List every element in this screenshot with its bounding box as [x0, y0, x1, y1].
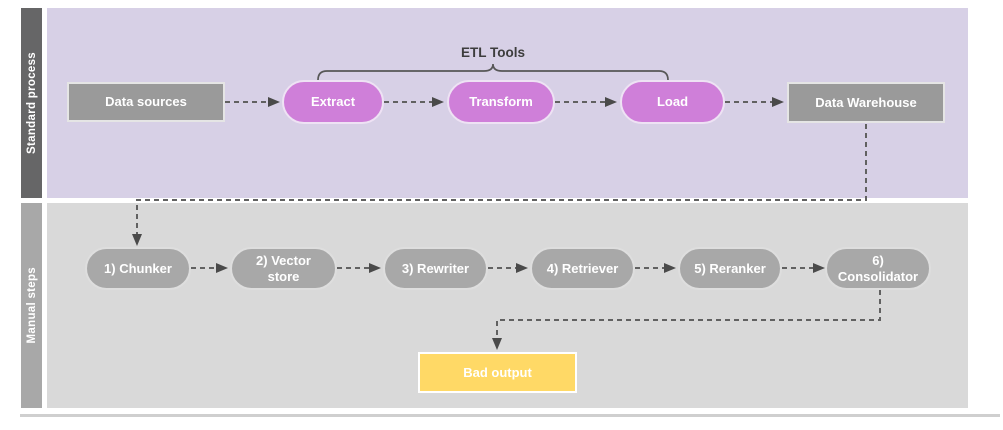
lane-bar-standard-process: Standard process	[21, 8, 42, 198]
node-extract: Extract	[282, 80, 384, 124]
lane-bar-manual-steps: Manual steps	[21, 203, 42, 408]
etl-tools-label: ETL Tools	[461, 45, 525, 60]
node-load: Load	[620, 80, 725, 124]
node-data-warehouse: Data Warehouse	[787, 82, 945, 123]
lane-label-standard-process: Standard process	[25, 52, 38, 154]
lane-label-manual-steps: Manual steps	[25, 267, 38, 344]
node-bad-output: Bad output	[418, 352, 577, 393]
node-data-sources: Data sources	[67, 82, 225, 122]
node-consolidator: 6) Consolidator	[825, 247, 931, 290]
node-transform: Transform	[447, 80, 555, 124]
node-reranker: 5) Reranker	[678, 247, 782, 290]
node-chunker: 1) Chunker	[85, 247, 191, 290]
node-retriever: 4) Retriever	[530, 247, 635, 290]
page-divider	[20, 414, 1000, 417]
node-vector-store: 2) Vector store	[230, 247, 337, 290]
node-rewriter: 3) Rewriter	[383, 247, 488, 290]
